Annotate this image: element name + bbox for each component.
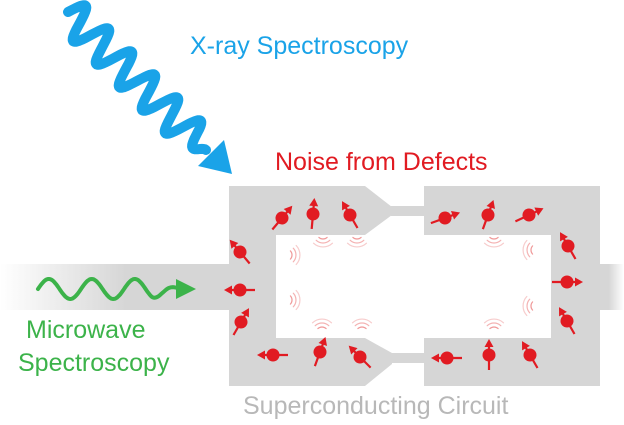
defect-spin-icon	[348, 345, 372, 369]
squiggly-arrow-icon	[63, 0, 211, 155]
xray-arrow	[63, 0, 232, 174]
defect-spin-icon	[224, 283, 255, 297]
radiation-arcs-icon	[522, 239, 534, 261]
radiation-arcs-icon	[289, 289, 301, 311]
microwave-label-line1: Microwave	[26, 316, 146, 344]
defects-group	[224, 198, 583, 370]
defect-spin-icon	[430, 211, 461, 225]
defect-spin-icon	[306, 198, 320, 230]
radiation-arcs-icon	[312, 236, 334, 248]
input-transmission-line	[0, 264, 230, 310]
defect-spin-icon	[522, 341, 539, 369]
output-transmission-line	[596, 264, 624, 310]
defect-spin-icon	[232, 308, 249, 336]
xray-spectroscopy-label: X-ray Spectroscopy	[190, 32, 409, 60]
xray-arrowhead-icon	[198, 140, 232, 174]
defect-spin-icon	[342, 201, 359, 229]
defect-spin-icon	[229, 239, 251, 265]
superconducting-circuit	[229, 186, 600, 386]
junction-bottom	[391, 353, 425, 363]
radiation-arcs-icon	[351, 318, 373, 330]
radiation-arcs-icon	[483, 236, 505, 248]
defect-spin-icon	[552, 275, 583, 289]
defect-spin-icon	[482, 339, 496, 370]
circuit-left-half	[229, 186, 392, 386]
defect-spin-icon	[514, 207, 544, 223]
microwave-label-line2: Spectroscopy	[18, 349, 170, 377]
defect-spin-icon	[313, 336, 327, 367]
superconducting-circuit-label: Superconducting Circuit	[243, 392, 509, 420]
microwave-arrow	[36, 276, 196, 302]
sine-wave-arrow-icon	[36, 276, 182, 302]
defect-spin-icon	[271, 205, 293, 231]
radiation-arcs-icon	[346, 236, 368, 248]
noise-from-defects-label: Noise from Defects	[275, 148, 488, 176]
circuit-right-half	[424, 186, 600, 386]
defect-spin-icon	[560, 232, 577, 260]
defect-spin-icon	[481, 199, 495, 230]
microwave-arrowhead-icon	[176, 279, 196, 299]
defect-spin-icon	[559, 307, 576, 335]
radiation-arcs-icon	[522, 295, 534, 317]
noise-emission-arcs	[289, 236, 534, 330]
radiation-arcs-icon	[483, 318, 505, 330]
radiation-arcs-icon	[311, 318, 333, 330]
defect-spin-icon	[257, 348, 288, 362]
radiation-arcs-icon	[289, 244, 301, 266]
junction-top	[391, 206, 425, 216]
defect-spin-icon	[431, 351, 462, 365]
